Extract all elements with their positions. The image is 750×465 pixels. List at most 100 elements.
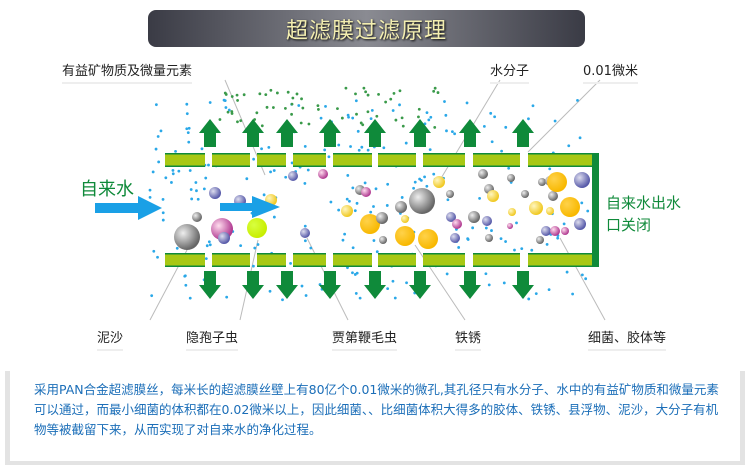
water-molecule-dot bbox=[357, 148, 361, 152]
membrane-segment bbox=[212, 253, 250, 267]
water-molecule-dot bbox=[363, 181, 367, 185]
membrane-edge bbox=[423, 265, 465, 267]
water-molecule-dot bbox=[487, 283, 491, 287]
contaminant-ball bbox=[452, 219, 462, 229]
contaminant-particles bbox=[174, 169, 590, 250]
water-molecule-dot bbox=[490, 229, 493, 232]
water-molecule-dot bbox=[223, 99, 227, 102]
mineral-dot bbox=[218, 118, 222, 121]
water-molecule-dot bbox=[562, 222, 566, 226]
membrane-edge bbox=[257, 265, 286, 267]
mineral-dot bbox=[398, 89, 402, 93]
membrane-edge bbox=[293, 265, 326, 267]
water-molecule-dot bbox=[262, 193, 266, 197]
water-molecule-dot bbox=[375, 250, 379, 254]
water-molecule-dot bbox=[393, 296, 397, 300]
membrane-edge bbox=[423, 253, 465, 255]
water-molecule-dot bbox=[284, 175, 288, 179]
water-molecule-dot bbox=[256, 243, 260, 246]
contaminant-ball bbox=[574, 218, 586, 230]
arrow-down-icon bbox=[364, 271, 386, 299]
water-molecule-dot bbox=[267, 145, 271, 149]
contaminant-ball bbox=[538, 178, 546, 186]
water-molecule-dot bbox=[578, 136, 582, 140]
mineral-dot bbox=[286, 90, 290, 94]
water-molecule-dot bbox=[154, 103, 158, 107]
water-molecule-dot bbox=[224, 106, 228, 109]
water-molecule-dot bbox=[148, 196, 152, 199]
water-molecule-dot bbox=[208, 101, 212, 104]
membrane-edge bbox=[212, 265, 250, 267]
water-molecule-dot bbox=[500, 149, 503, 153]
inflow-arrow-icon bbox=[95, 196, 280, 220]
contaminant-ball bbox=[401, 215, 409, 223]
water-molecule-dot bbox=[527, 117, 530, 121]
mineral-dot bbox=[265, 105, 269, 109]
water-molecule-dot bbox=[478, 197, 481, 200]
contaminant-ball bbox=[546, 207, 554, 215]
contaminant-ball bbox=[379, 236, 387, 244]
label-pore-size: 0.01微米 bbox=[583, 60, 638, 84]
contaminant-ball bbox=[288, 171, 298, 181]
membrane-segment bbox=[423, 253, 465, 267]
contaminant-ball bbox=[395, 226, 415, 246]
mineral-dot bbox=[300, 97, 303, 101]
mineral-dot bbox=[392, 91, 396, 95]
contaminant-ball bbox=[395, 201, 407, 213]
mineral-dot bbox=[366, 110, 370, 114]
label-giardia: 贾第鞭毛虫 bbox=[332, 327, 398, 351]
water-molecule-dot bbox=[154, 147, 158, 151]
contaminant-ball bbox=[418, 229, 438, 249]
membrane-segment bbox=[473, 153, 520, 167]
water-molecule-dot bbox=[148, 188, 152, 192]
membrane-edge bbox=[378, 265, 416, 267]
water-molecule-dot bbox=[227, 108, 231, 112]
water-molecule-dot bbox=[515, 221, 518, 225]
membrane-edge bbox=[378, 165, 416, 167]
water-molecule-dot bbox=[164, 176, 168, 180]
description-panel: 采用PAN合金超滤膜丝，每米长的超滤膜丝壁上有80亿个0.01微米的微孔,其孔径… bbox=[5, 371, 745, 465]
water-molecule-dot bbox=[260, 147, 263, 151]
water-molecule-dot bbox=[457, 246, 461, 249]
membrane-edge bbox=[528, 265, 592, 267]
water-molecule-dot bbox=[520, 247, 524, 251]
mineral-dot bbox=[223, 91, 227, 95]
label-minerals: 有益矿物质及微量元素 bbox=[62, 60, 193, 84]
contaminant-ball bbox=[547, 172, 567, 192]
arrow-down-icon bbox=[459, 271, 481, 299]
membrane-edge bbox=[212, 165, 250, 167]
mineral-dot bbox=[307, 122, 311, 126]
water-molecule-dot bbox=[150, 294, 154, 298]
water-molecule-dot bbox=[355, 201, 359, 205]
water-molecule-dot bbox=[202, 187, 206, 191]
mineral-dot bbox=[377, 93, 380, 96]
water-molecule-dot bbox=[372, 205, 375, 208]
water-molecule-dot bbox=[303, 144, 307, 148]
arrow-up-icon bbox=[459, 119, 481, 147]
water-molecule-dot bbox=[205, 244, 209, 248]
mineral-dot bbox=[275, 91, 279, 95]
water-molecule-dot bbox=[351, 271, 354, 275]
arrow-up-icon bbox=[512, 119, 534, 147]
water-molecule-dot bbox=[358, 296, 362, 300]
water-molecule-dot bbox=[194, 181, 198, 184]
water-molecule-dot bbox=[161, 197, 165, 201]
water-molecule-dot bbox=[200, 147, 204, 151]
contaminant-ball bbox=[361, 187, 371, 197]
membrane-edge bbox=[378, 153, 416, 155]
water-molecule-dot bbox=[303, 224, 307, 228]
water-molecule-dot bbox=[171, 168, 175, 172]
membrane-tube bbox=[165, 153, 599, 267]
membrane-segment bbox=[293, 153, 326, 167]
contaminant-ball bbox=[174, 224, 200, 250]
membrane-segment bbox=[333, 253, 372, 267]
membrane-edge bbox=[528, 153, 592, 155]
membrane-edge bbox=[333, 253, 372, 255]
membrane-edge bbox=[473, 165, 520, 167]
description-text: 采用PAN合金超滤膜丝，每米长的超滤膜丝壁上有80亿个0.01微米的微孔,其孔径… bbox=[10, 371, 740, 461]
contaminant-ball bbox=[192, 212, 202, 222]
membrane-edge bbox=[333, 153, 372, 155]
contaminant-ball bbox=[300, 228, 310, 238]
water-molecule-dot bbox=[547, 288, 551, 291]
contaminant-ball bbox=[550, 226, 560, 236]
